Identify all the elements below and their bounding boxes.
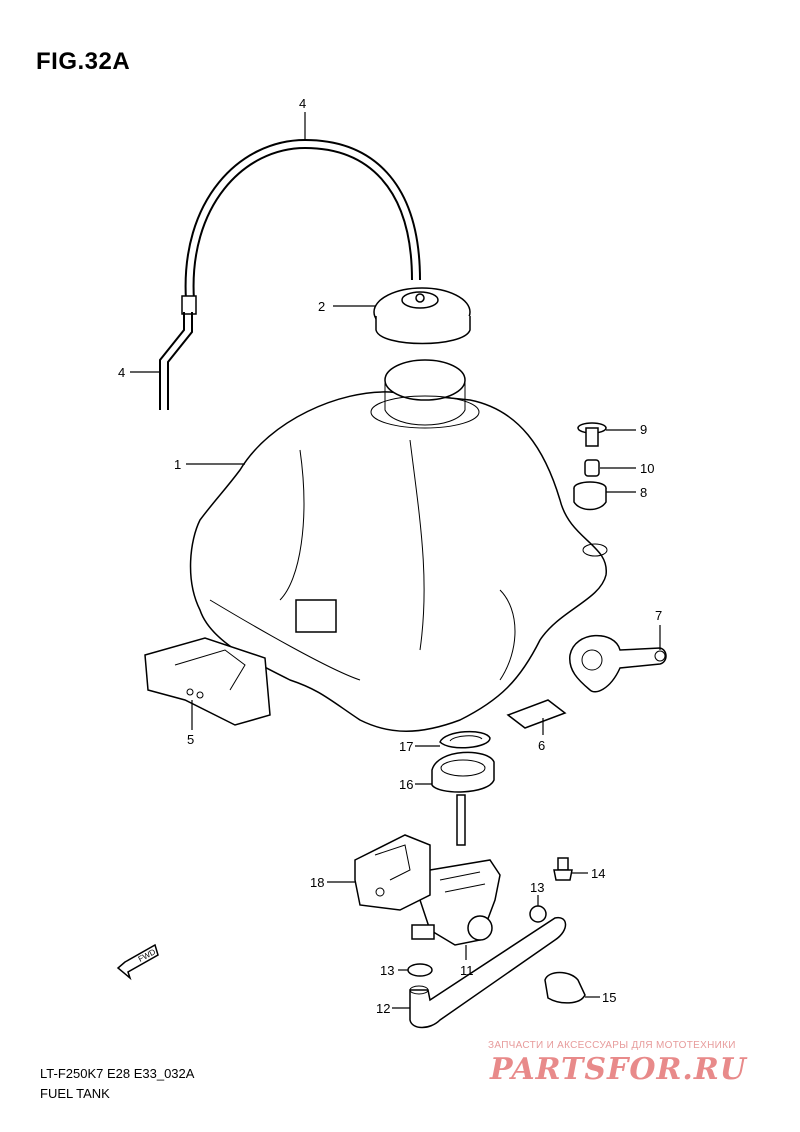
part-13-clip-lower[interactable] [407, 963, 433, 977]
part-7-clamp[interactable] [569, 634, 667, 693]
part-2-fuel-cap[interactable] [373, 287, 471, 345]
callout-1[interactable]: 1 [174, 457, 181, 472]
part-11-fuel-cock[interactable] [411, 794, 501, 946]
part-3-breather-hose[interactable] [184, 138, 421, 301]
callout-3[interactable]: 4 [299, 96, 306, 111]
part-5-bracket[interactable] [144, 637, 271, 726]
part-13-clip-upper[interactable] [529, 905, 547, 923]
callout-8[interactable]: 8 [640, 485, 647, 500]
callout-12[interactable]: 12 [376, 1001, 390, 1016]
callout-14[interactable]: 14 [591, 866, 605, 881]
part-16-packing[interactable] [431, 751, 495, 793]
part-6-pad[interactable] [506, 699, 567, 729]
forward-direction-arrow: FWD [116, 943, 159, 981]
callout-labels: 4 2 4 1 5 6 7 8 9 10 11 12 13 13 14 15 1… [118, 96, 662, 1016]
watermark-tagline: ЗАПЧАСТИ И АКСЕССУАРЫ ДЛЯ МОТОТЕХНИКИ [488, 1040, 736, 1051]
callout-6[interactable]: 6 [538, 738, 545, 753]
part-8-cushion[interactable] [573, 481, 607, 511]
callout-11[interactable]: 11 [460, 963, 474, 978]
part-17-gasket[interactable] [439, 730, 491, 749]
part-9-bolt[interactable] [577, 422, 607, 447]
callout-17[interactable]: 17 [399, 739, 413, 754]
part-12-fuel-hose[interactable] [409, 916, 567, 1029]
part-18-bracket[interactable] [354, 834, 431, 911]
part-15-clamp[interactable] [544, 971, 586, 1004]
callout-13-upper[interactable]: 13 [530, 880, 544, 895]
callout-2[interactable]: 2 [318, 299, 325, 314]
diagram-code: LT-F250K7 E28 E33_032A [40, 1066, 195, 1081]
callout-16[interactable]: 16 [399, 777, 413, 792]
part-14-bolt[interactable] [553, 857, 573, 881]
callout-13-lower[interactable]: 13 [380, 963, 394, 978]
figure-title: FIG.32A [36, 48, 131, 75]
callout-9[interactable]: 9 [640, 422, 647, 437]
callout-18[interactable]: 18 [310, 875, 324, 890]
watermark-brand: PARTSFOR.RU [490, 1052, 747, 1087]
callout-7[interactable]: 7 [655, 608, 662, 623]
callout-10[interactable]: 10 [640, 461, 654, 476]
leader-lines [130, 112, 661, 1009]
callout-4[interactable]: 4 [118, 365, 125, 380]
part-4-breather-pipe[interactable] [159, 295, 197, 410]
part-1-fuel-tank[interactable] [189, 359, 608, 732]
diagram-name: FUEL TANK [40, 1086, 110, 1101]
callout-5[interactable]: 5 [187, 732, 194, 747]
part-10-collar[interactable] [584, 459, 600, 477]
callout-15[interactable]: 15 [602, 990, 616, 1005]
